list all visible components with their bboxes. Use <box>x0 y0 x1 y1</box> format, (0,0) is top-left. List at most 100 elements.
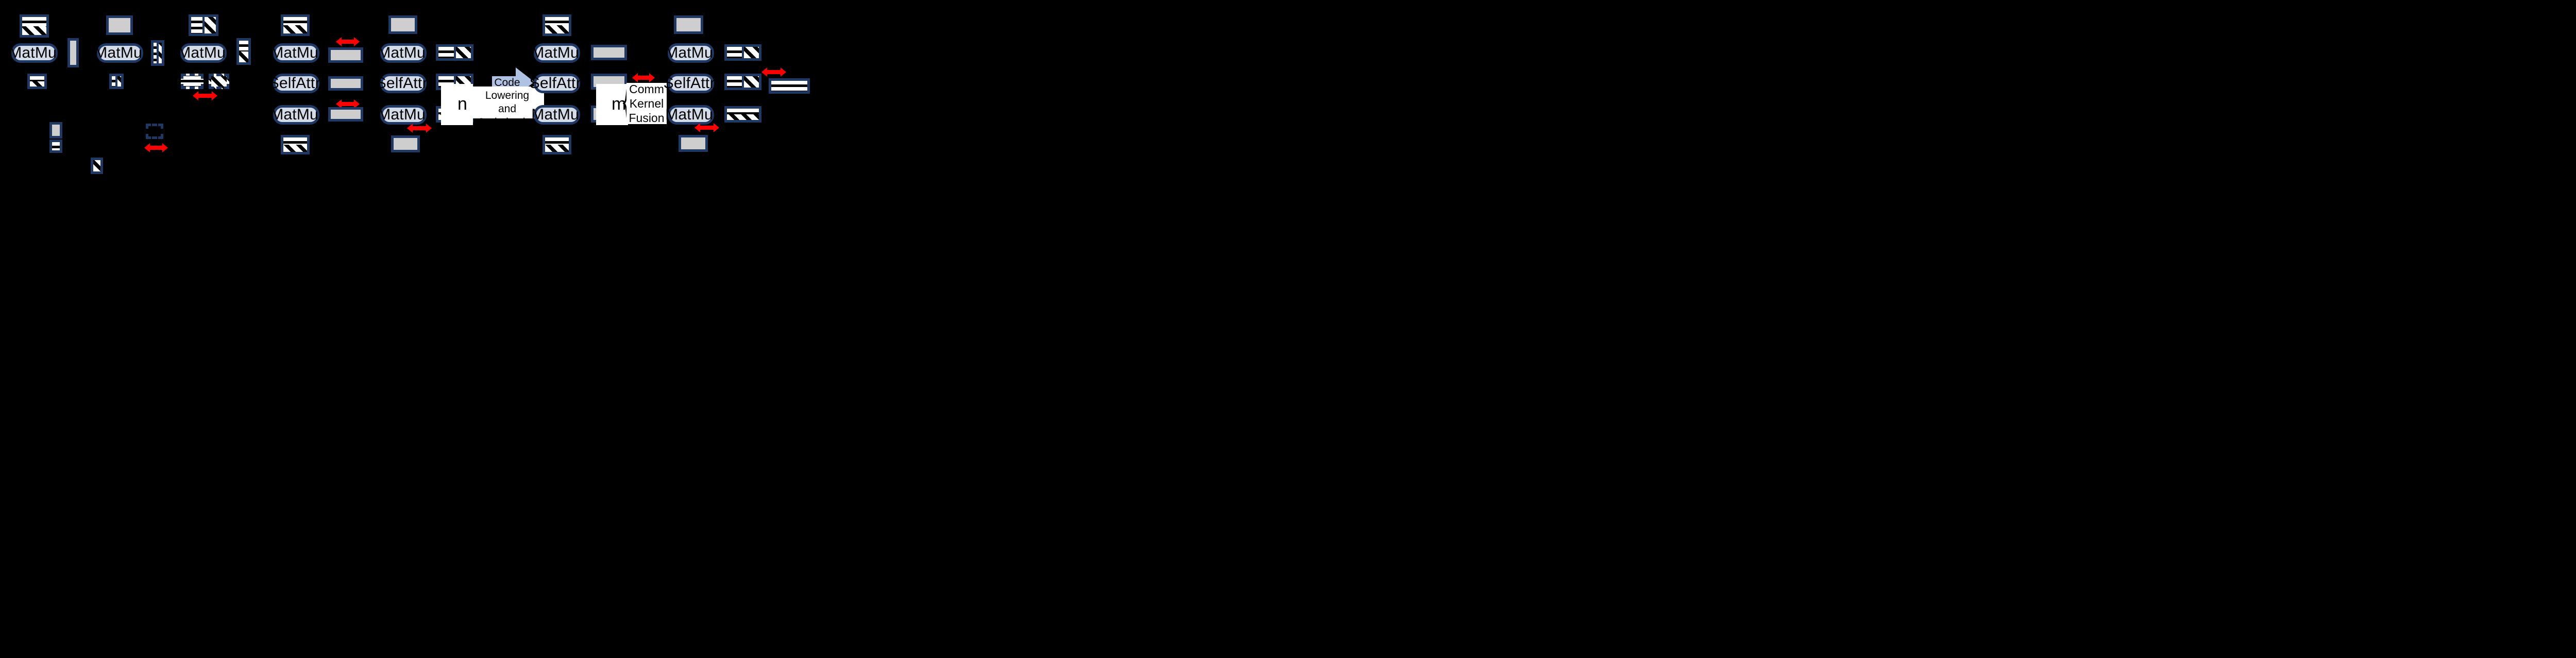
tensor-solid <box>328 76 363 91</box>
tensor-solid <box>106 15 133 35</box>
op-selfattn[interactable]: SelfAttn <box>376 74 431 93</box>
op-matmul[interactable]: MatMul <box>531 105 583 125</box>
op-label: MatMul <box>531 44 583 61</box>
op-matmul[interactable]: MatMul <box>9 43 60 63</box>
bidirectional-arrow <box>144 142 168 153</box>
occluded-label-m: m <box>596 84 628 125</box>
stripe-band <box>30 76 44 81</box>
hatch-band <box>455 47 471 58</box>
occluded-label-n: n <box>441 84 473 125</box>
stripe-band <box>727 47 744 58</box>
tensor-solid <box>674 15 703 34</box>
hatch-band <box>283 145 307 152</box>
tensor-split-horizontal <box>109 74 124 89</box>
tensor-solid <box>67 38 79 67</box>
tensor-split-horizontal <box>724 74 761 90</box>
callout-line-3: Fusion <box>629 111 665 125</box>
bidirectional-arrow <box>336 98 360 110</box>
stripe-band <box>283 17 307 25</box>
op-matmul[interactable]: MatMul <box>378 43 429 63</box>
tensor-solid <box>391 135 420 152</box>
op-matmul[interactable]: MatMul <box>94 43 146 63</box>
tensor-split-vertical <box>27 74 47 89</box>
tensor-split-vertical <box>281 135 310 154</box>
bidirectional-arrow <box>761 66 786 78</box>
tensor-split-vertical <box>236 38 251 65</box>
tensor-stripes <box>49 140 62 153</box>
tensor-hatch-dashed <box>209 74 229 89</box>
callout-comm-kernel-fusion: Comm Kernel Fusion <box>626 82 667 125</box>
op-matmul[interactable]: MatMul <box>665 43 717 63</box>
callout-line-2: and Optimization <box>477 103 537 128</box>
tensor-stripes-dashed <box>181 74 204 89</box>
hatch-band <box>239 51 248 62</box>
op-matmul[interactable]: MatMul <box>178 43 229 63</box>
stripe-band <box>545 137 569 145</box>
stripe-band <box>438 47 456 58</box>
op-label: MatMul <box>531 106 583 123</box>
hatch-band <box>22 26 46 35</box>
callout-line-1: Comm <box>629 82 664 96</box>
hatch-band <box>744 47 759 58</box>
hatch-band <box>205 17 216 33</box>
stripe-band <box>191 17 205 33</box>
tensor-split-vertical <box>724 106 761 123</box>
op-label: MatMul <box>270 44 322 61</box>
tensor-split-vertical <box>20 14 49 38</box>
hatch-band <box>545 145 569 152</box>
stripe-band <box>154 43 159 63</box>
stripe-band <box>727 109 759 114</box>
op-label: MatMul <box>94 44 146 61</box>
op-selfattn[interactable]: SelfAttn <box>664 74 718 93</box>
tensor-solid <box>49 122 62 138</box>
op-label: SelfAttn <box>376 75 431 92</box>
tensor-split-horizontal <box>436 44 473 61</box>
callout-line-2: Kernel <box>629 96 664 110</box>
occluded-label-text: n <box>457 94 467 114</box>
hatch-band <box>727 114 759 120</box>
tensor-stripes <box>769 78 810 94</box>
hatch-band <box>117 76 121 86</box>
stripe-band <box>22 17 46 26</box>
hatch-band <box>30 81 44 86</box>
hatch-band <box>545 25 569 33</box>
tensor-split-horizontal <box>189 14 218 36</box>
stripe-band <box>112 76 117 86</box>
bidirectional-arrow <box>336 36 360 47</box>
tensor-placeholder-dashed <box>146 124 163 139</box>
bidirectional-arrow <box>694 122 719 133</box>
tensor-split-vertical <box>543 14 571 36</box>
hatch-band <box>283 25 307 33</box>
op-label: SelfAttn <box>268 75 324 92</box>
op-selfattn[interactable]: SelfAttn <box>530 74 584 93</box>
op-matmul[interactable]: MatMul <box>665 105 717 125</box>
bidirectional-arrow <box>193 90 217 101</box>
tensor-split-horizontal <box>151 40 164 66</box>
op-selfattn[interactable]: SelfAttn <box>269 74 324 93</box>
stripe-band <box>545 17 569 25</box>
hatch-band <box>159 43 162 63</box>
op-label: MatMul <box>665 44 717 61</box>
op-label: MatMul <box>270 106 322 123</box>
op-matmul[interactable]: MatMul <box>378 105 429 125</box>
stripe-band <box>239 41 248 51</box>
op-matmul[interactable]: MatMul <box>270 43 322 63</box>
tensor-split-vertical <box>543 135 571 154</box>
bidirectional-arrow <box>632 72 655 83</box>
op-label: MatMul <box>9 44 60 61</box>
tensor-solid <box>328 107 363 122</box>
tensor-split-horizontal <box>724 44 761 61</box>
callout-code-lowering: Code Lowering and Optimization <box>470 77 544 128</box>
tensor-solid <box>679 135 708 152</box>
stripe-band <box>727 76 744 88</box>
tensor-split-vertical <box>281 14 310 36</box>
op-matmul[interactable]: MatMul <box>531 43 583 63</box>
bidirectional-arrow <box>407 123 432 134</box>
stripe-band <box>283 137 307 145</box>
hatch-band <box>744 76 759 88</box>
op-label: MatMul <box>378 106 429 123</box>
tensor-solid <box>388 15 417 34</box>
op-matmul[interactable]: MatMul <box>270 105 322 125</box>
tensor-solid-fused <box>591 45 627 60</box>
